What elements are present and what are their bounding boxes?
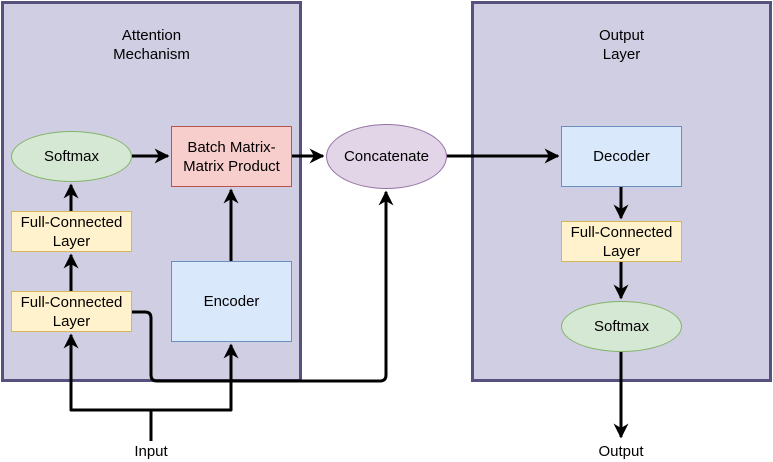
softmax-right-label: Softmax [593,318,650,335]
batch-matrix-product-label: Batch Matrix- Matrix Product [183,138,280,175]
fc-lower-left-label: Full-Connected Layer [20,293,123,330]
fc-right-node: Full-Connected Layer [561,221,682,262]
softmax-right-node: Softmax [561,301,682,352]
output-layer-title: Output Layer [598,27,645,63]
decoder-label: Decoder [593,148,650,165]
fc-right-label: Full-Connected Layer [570,223,673,260]
batch-matrix-product-node: Batch Matrix- Matrix Product [171,126,292,187]
output-label: Output [598,443,644,460]
edge-input-to-fc-lower [63,333,151,412]
fc-lower-left-node: Full-Connected Layer [11,291,132,332]
attention-mechanism-title: Attention Mechanism [113,27,190,63]
softmax-left-label: Softmax [43,148,100,165]
edge-fc-lower-to-concat [132,190,394,383]
softmax-left-node: Softmax [11,131,132,182]
concatenate-label: Concatenate [343,148,430,165]
input-label: Input [134,443,168,460]
decoder-node: Decoder [561,126,682,187]
fc-upper-left-label: Full-Connected Layer [20,213,123,250]
fc-upper-left-node: Full-Connected Layer [11,211,132,252]
encoder-label: Encoder [203,293,260,310]
encoder-node: Encoder [171,261,292,342]
concatenate-node: Concatenate [326,124,447,189]
edge-input-to-encoder [151,343,239,412]
